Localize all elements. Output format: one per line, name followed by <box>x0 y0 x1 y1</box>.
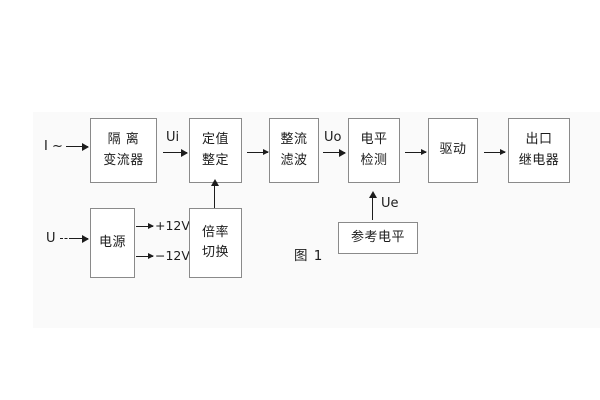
block-setting-value-line2: 整定 <box>201 152 229 168</box>
block-driver[interactable]: 驱动 <box>428 118 478 183</box>
current-input-label: I ~ <box>44 139 63 154</box>
signal-uo-arrow <box>323 148 346 157</box>
block-power-supply-line1: 电源 <box>98 234 126 250</box>
block-rectify-filter[interactable]: 整流 滤波 <box>269 118 319 183</box>
voltage-input-dash <box>60 238 72 239</box>
arrow-driver-to-relay <box>484 149 506 155</box>
block-level-detect[interactable]: 电平 检测 <box>348 118 400 183</box>
arrow-setting-to-rectify <box>247 149 269 155</box>
block-reference-level[interactable]: 参考电平 <box>338 222 418 254</box>
block-multiplier-switch-line2: 切换 <box>201 245 229 260</box>
rail-negative-label: −12V <box>155 248 190 263</box>
block-isolation-ct-line2: 变流器 <box>103 152 144 168</box>
signal-ui-label: Ui <box>166 130 180 145</box>
block-rectify-filter-line1: 整流 <box>280 132 308 148</box>
figure-caption: 图 1 <box>294 248 324 264</box>
block-output-relay[interactable]: 出口 继电器 <box>508 118 570 183</box>
signal-uo-label: Uo <box>324 130 342 145</box>
voltage-input-arrow <box>70 234 89 243</box>
block-setting-value[interactable]: 定值 整定 <box>189 118 242 183</box>
block-setting-value-line1: 定值 <box>201 132 229 148</box>
arrow-reference-to-level <box>368 191 377 220</box>
voltage-input-label: U <box>46 231 56 246</box>
block-multiplier-switch-line1: 倍率 <box>201 224 229 240</box>
block-isolation-ct-line1: 隔 离 <box>107 132 140 148</box>
block-rectify-filter-line2: 滤波 <box>280 152 308 168</box>
rail-negative-arrow <box>136 253 154 259</box>
signal-ue-label: Ue <box>381 196 399 211</box>
block-multiplier-switch[interactable]: 倍率 切换 <box>189 208 242 278</box>
block-reference-level-line1: 参考电平 <box>350 229 405 245</box>
arrow-level-to-driver <box>405 149 427 155</box>
block-driver-line1: 驱动 <box>439 142 467 158</box>
signal-ui-arrow <box>163 148 188 157</box>
block-isolation-ct[interactable]: 隔 离 变流器 <box>90 118 157 183</box>
block-output-relay-line2: 继电器 <box>518 152 560 168</box>
current-input-arrow <box>66 142 89 151</box>
arrow-multiplier-to-setting <box>210 179 219 208</box>
rail-positive-label: +12V <box>155 218 190 233</box>
block-level-detect-line1: 电平 <box>360 132 388 148</box>
block-power-supply[interactable]: 电源 <box>90 208 135 278</box>
block-output-relay-line1: 出口 <box>525 132 553 148</box>
rail-positive-arrow <box>136 223 154 229</box>
block-level-detect-line2: 检测 <box>360 152 388 168</box>
